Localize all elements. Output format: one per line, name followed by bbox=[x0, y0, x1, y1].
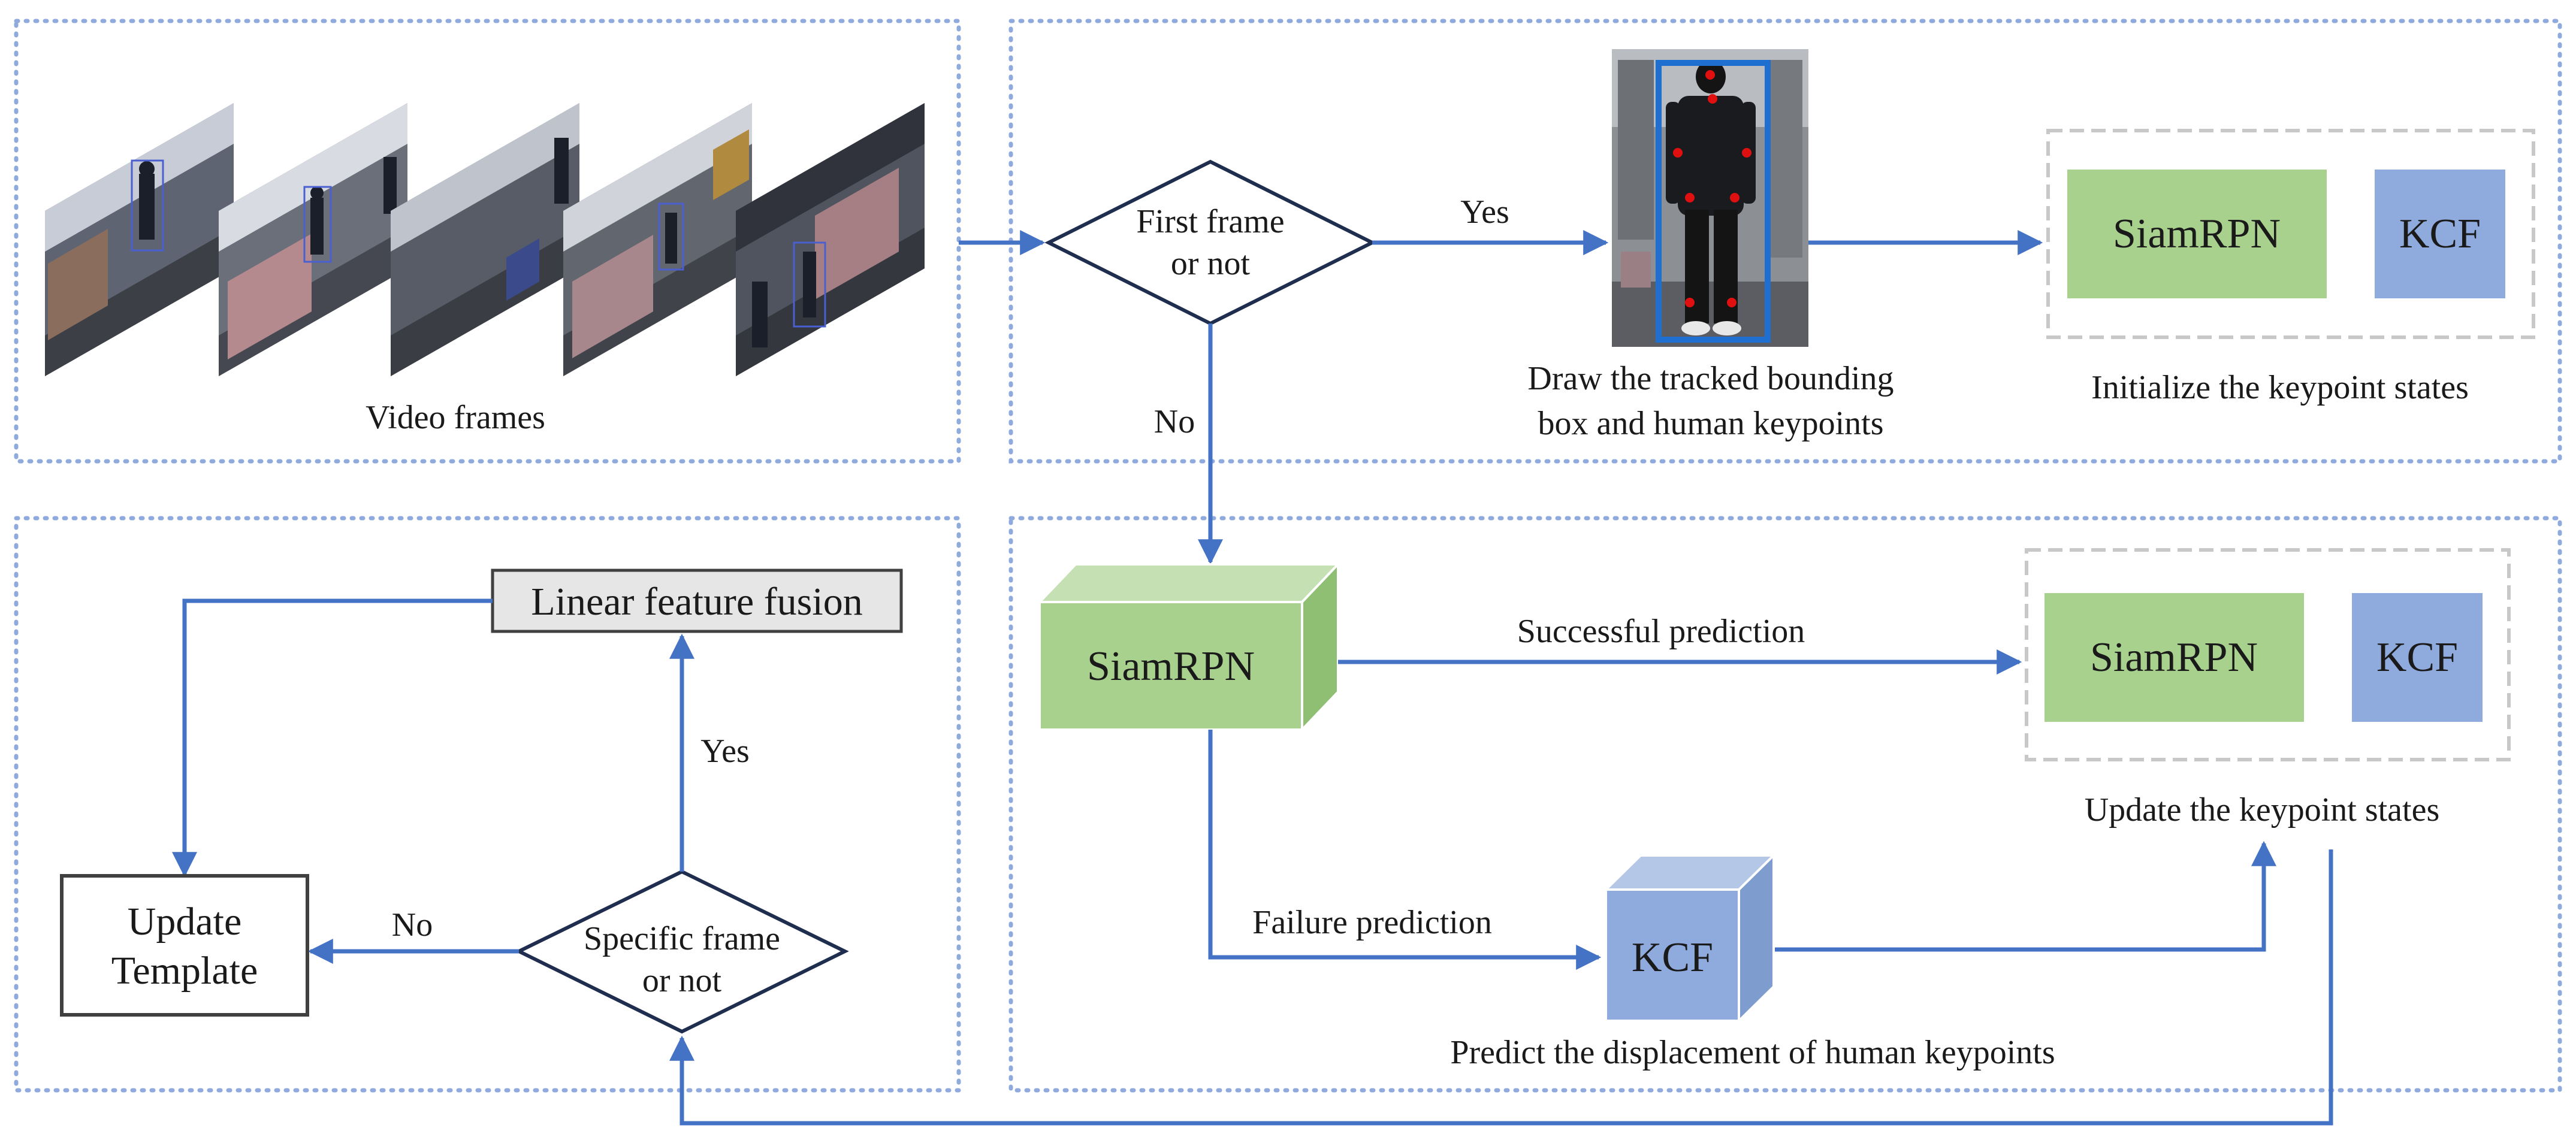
specific-frame-decision bbox=[515, 869, 849, 1034]
update-template-line2: Template bbox=[111, 949, 258, 993]
update-group-caption: Update the keypoint states bbox=[2085, 791, 2440, 828]
human-keypoints bbox=[1673, 70, 1751, 307]
no-label-first-frame: No bbox=[1154, 403, 1195, 440]
init-group-caption: Initialize the keypoint states bbox=[2091, 369, 2469, 406]
init-siamrpn-label: SiamRPN bbox=[2113, 211, 2281, 257]
init-kcf-label: KCF bbox=[2399, 211, 2481, 257]
update-tracker-group bbox=[2025, 548, 2511, 761]
first-frame-decision-line1: First frame bbox=[1136, 203, 1284, 240]
successful-prediction-label: Successful prediction bbox=[1517, 613, 1805, 650]
update-kcf-label: KCF bbox=[2376, 634, 2458, 681]
specific-frame-decision-line1: Specific frame bbox=[584, 920, 780, 957]
video-frame bbox=[219, 103, 407, 376]
video-frame bbox=[736, 103, 925, 376]
video-frame-stack bbox=[45, 103, 925, 376]
kcf-cube-label: KCF bbox=[1632, 935, 1713, 981]
init-siamrpn-box bbox=[2067, 170, 2327, 298]
person-torso bbox=[1678, 96, 1744, 216]
first-frame-decision bbox=[1044, 159, 1376, 326]
init-tracker-group bbox=[2046, 129, 2535, 339]
arrow-loop-to-specific-frame bbox=[669, 849, 2333, 1126]
update-siamrpn-label: SiamRPN bbox=[2090, 634, 2258, 681]
keypoints-caption-line2: box and human keypoints bbox=[1538, 405, 1883, 442]
update-template-box bbox=[60, 874, 309, 1017]
no-label-specific-frame: No bbox=[392, 906, 433, 944]
yes-label-first-frame: Yes bbox=[1460, 193, 1509, 231]
failure-prediction-label: Failure prediction bbox=[1252, 904, 1492, 941]
linear-feature-fusion-label: Linear feature fusion bbox=[531, 580, 862, 624]
tracked-person-image bbox=[1612, 49, 1808, 347]
yes-label-specific-frame: Yes bbox=[700, 733, 749, 770]
video-frame bbox=[563, 103, 752, 376]
panel-tracking bbox=[1008, 516, 2562, 1093]
arrow-fusion-to-template bbox=[172, 598, 493, 878]
siamrpn-cube-label: SiamRPN bbox=[1087, 643, 1255, 690]
init-kcf-box bbox=[2375, 170, 2505, 298]
video-frame bbox=[391, 103, 579, 376]
keypoints-caption-line1: Draw the tracked bounding bbox=[1527, 360, 1894, 397]
arrow-failure-prediction bbox=[1208, 730, 1602, 970]
arrow-kcf-to-update bbox=[1775, 840, 2276, 952]
panel-template-update bbox=[14, 516, 961, 1093]
siamrpn-cube bbox=[1037, 561, 1341, 733]
update-template-line1: Update bbox=[128, 900, 242, 944]
update-siamrpn-box bbox=[2045, 593, 2304, 722]
tracked-bounding-box bbox=[1656, 60, 1771, 343]
video-frame bbox=[45, 103, 234, 376]
update-kcf-box bbox=[2352, 593, 2483, 722]
first-frame-decision-line2: or not bbox=[1171, 245, 1251, 282]
kcf-caption: Predict the displacement of human keypoi… bbox=[1450, 1034, 2055, 1071]
kcf-cube bbox=[1603, 852, 1777, 1024]
specific-frame-decision-line2: or not bbox=[642, 962, 722, 999]
video-frames-caption: Video frames bbox=[366, 399, 545, 436]
